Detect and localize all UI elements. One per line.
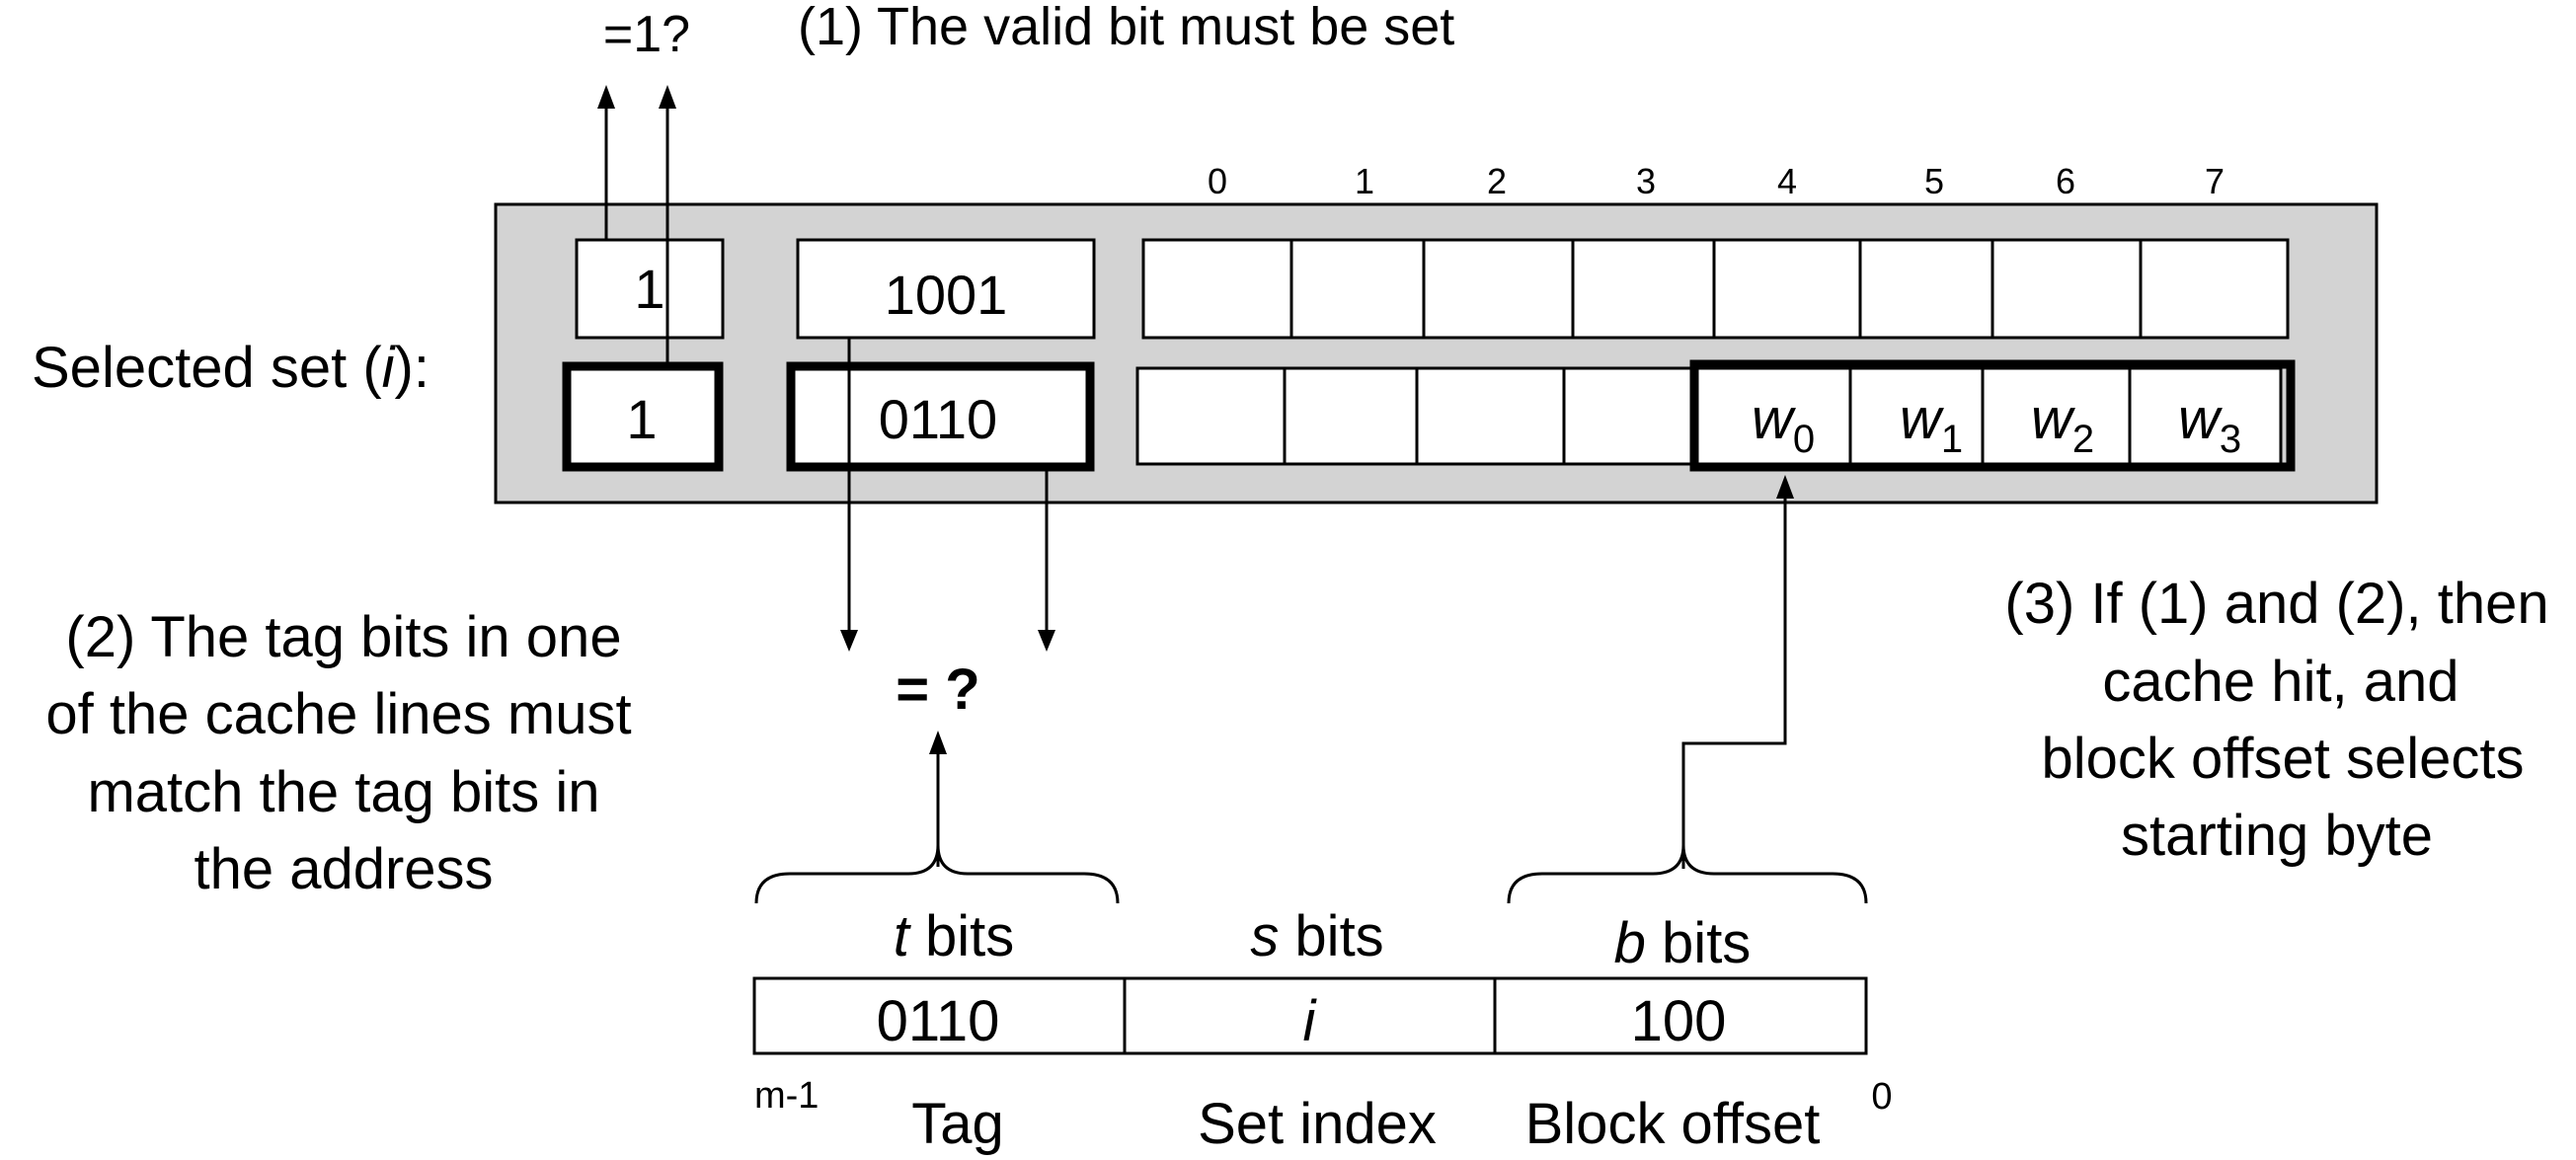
- field-name-tag: Tag: [911, 1092, 1004, 1156]
- column-index: 1: [1355, 161, 1374, 201]
- word-label-w0: w0: [1752, 387, 1815, 461]
- field-width-set-index: s bits: [1250, 904, 1383, 968]
- block-cells: [1141, 238, 2290, 340]
- valid-bit-cell-highlighted: [562, 361, 724, 472]
- word-label-w3: w3: [2178, 387, 2241, 461]
- arrowhead: [1038, 630, 1055, 652]
- annotation-line: starting byte: [2121, 804, 2433, 868]
- valid-check-label: =1?: [603, 6, 690, 63]
- tag-compare-symbol: = ?: [896, 657, 979, 722]
- arrowhead: [840, 630, 858, 652]
- address-value-block-offset: 100: [1631, 989, 1727, 1053]
- annotation-valid-bit: (1) The valid bit must be set: [798, 0, 1454, 56]
- tag-cell: [796, 238, 1096, 340]
- selected-words-highlight: [1689, 359, 2296, 472]
- word-label-w2: w2: [2031, 387, 2094, 461]
- word-labels: w0 w1 w2 w3: [1752, 387, 2241, 461]
- address-msb-label: m-1: [754, 1075, 819, 1117]
- block-byte-cell: [1991, 238, 2143, 340]
- tag-value: 0110: [879, 388, 997, 450]
- tag-value: 1001: [885, 264, 1008, 326]
- annotation-line: of the cache lines must: [45, 682, 631, 746]
- column-index: 6: [2056, 161, 2075, 201]
- address-field-block-offset: [1493, 976, 1868, 1055]
- annotation-line: cache hit, and: [2102, 650, 2459, 714]
- arrowheads-valid: [597, 85, 676, 109]
- annotation-line: (3) If (1) and (2), then: [2004, 572, 2548, 636]
- annotation-line: the address: [194, 837, 493, 901]
- address-lsb-label: 0: [1871, 1076, 1892, 1118]
- field-name-set-index: Set index: [1198, 1092, 1437, 1156]
- word-label-w1: w1: [1900, 387, 1963, 461]
- arrowhead: [659, 85, 676, 109]
- annotation-line: (2) The tag bits in one: [65, 605, 621, 669]
- brace-tag: [754, 844, 1120, 904]
- column-index: 7: [2205, 161, 2225, 201]
- field-width-block-offset: b bits: [1614, 911, 1752, 975]
- column-indices: 0 1 2 3 4 5 6 7: [1208, 161, 2225, 201]
- column-index: 0: [1208, 161, 1227, 201]
- address-value-tag: 0110: [877, 989, 1000, 1053]
- block-cells: [1135, 366, 2283, 466]
- tag-cell-highlighted: [786, 361, 1095, 472]
- valid-bit-value: 1: [626, 388, 657, 450]
- valid-bit-cell: [575, 238, 725, 340]
- block-byte-cell: [1422, 238, 1575, 340]
- arrowhead: [1776, 475, 1794, 499]
- block-byte-cell: [1571, 238, 1716, 340]
- arrowhead: [597, 85, 615, 109]
- valid-bit-value: 1: [634, 258, 664, 320]
- annotation-tag-match: (2) The tag bits in one of the cache lin…: [45, 605, 631, 901]
- block-byte-cell: [1981, 366, 2132, 466]
- arrowheads-tag: [840, 630, 1055, 754]
- block-byte-cell: [1289, 238, 1426, 340]
- brace-block-offset: [1507, 844, 1868, 904]
- column-index: 5: [1924, 161, 1944, 201]
- valid-bit-arrows: [604, 91, 669, 366]
- annotation-line: match the tag bits in: [87, 760, 599, 824]
- column-index: 2: [1487, 161, 1507, 201]
- cache-line-matching: 1 0110 w0 w1 w2 w3: [562, 359, 2296, 472]
- cache-line-upper: 1 1001: [575, 238, 2290, 340]
- block-byte-cell: [1562, 366, 1696, 466]
- block-byte-cell: [1135, 366, 1287, 466]
- address-field-tag: [752, 976, 1127, 1055]
- field-width-tag: t bits: [894, 904, 1015, 968]
- block-byte-cell: [1415, 366, 1566, 466]
- block-byte-cell: [1141, 238, 1293, 340]
- selected-set-label: Selected set (i):: [32, 336, 429, 400]
- column-index: 3: [1636, 161, 1656, 201]
- annotation-line: block offset selects: [2042, 727, 2525, 791]
- block-byte-cell: [1283, 366, 1419, 466]
- address-field-set-index: [1123, 976, 1497, 1055]
- block-byte-cell: [1712, 238, 1862, 340]
- address-value-set-index: i: [1303, 989, 1318, 1053]
- annotation-cache-hit: (3) If (1) and (2), then cache hit, and …: [2004, 572, 2548, 868]
- column-index: 4: [1777, 161, 1797, 201]
- field-widths: t bits s bits b bits: [894, 904, 1752, 975]
- field-name-block-offset: Block offset: [1525, 1092, 1821, 1156]
- address-box: 0110 i 100: [752, 976, 1868, 1055]
- arrowhead: [929, 731, 947, 754]
- field-braces: [754, 844, 1868, 904]
- block-byte-cell: [1858, 238, 1994, 340]
- block-offset-arrow: [1681, 487, 1787, 869]
- block-byte-cell: [2139, 238, 2290, 340]
